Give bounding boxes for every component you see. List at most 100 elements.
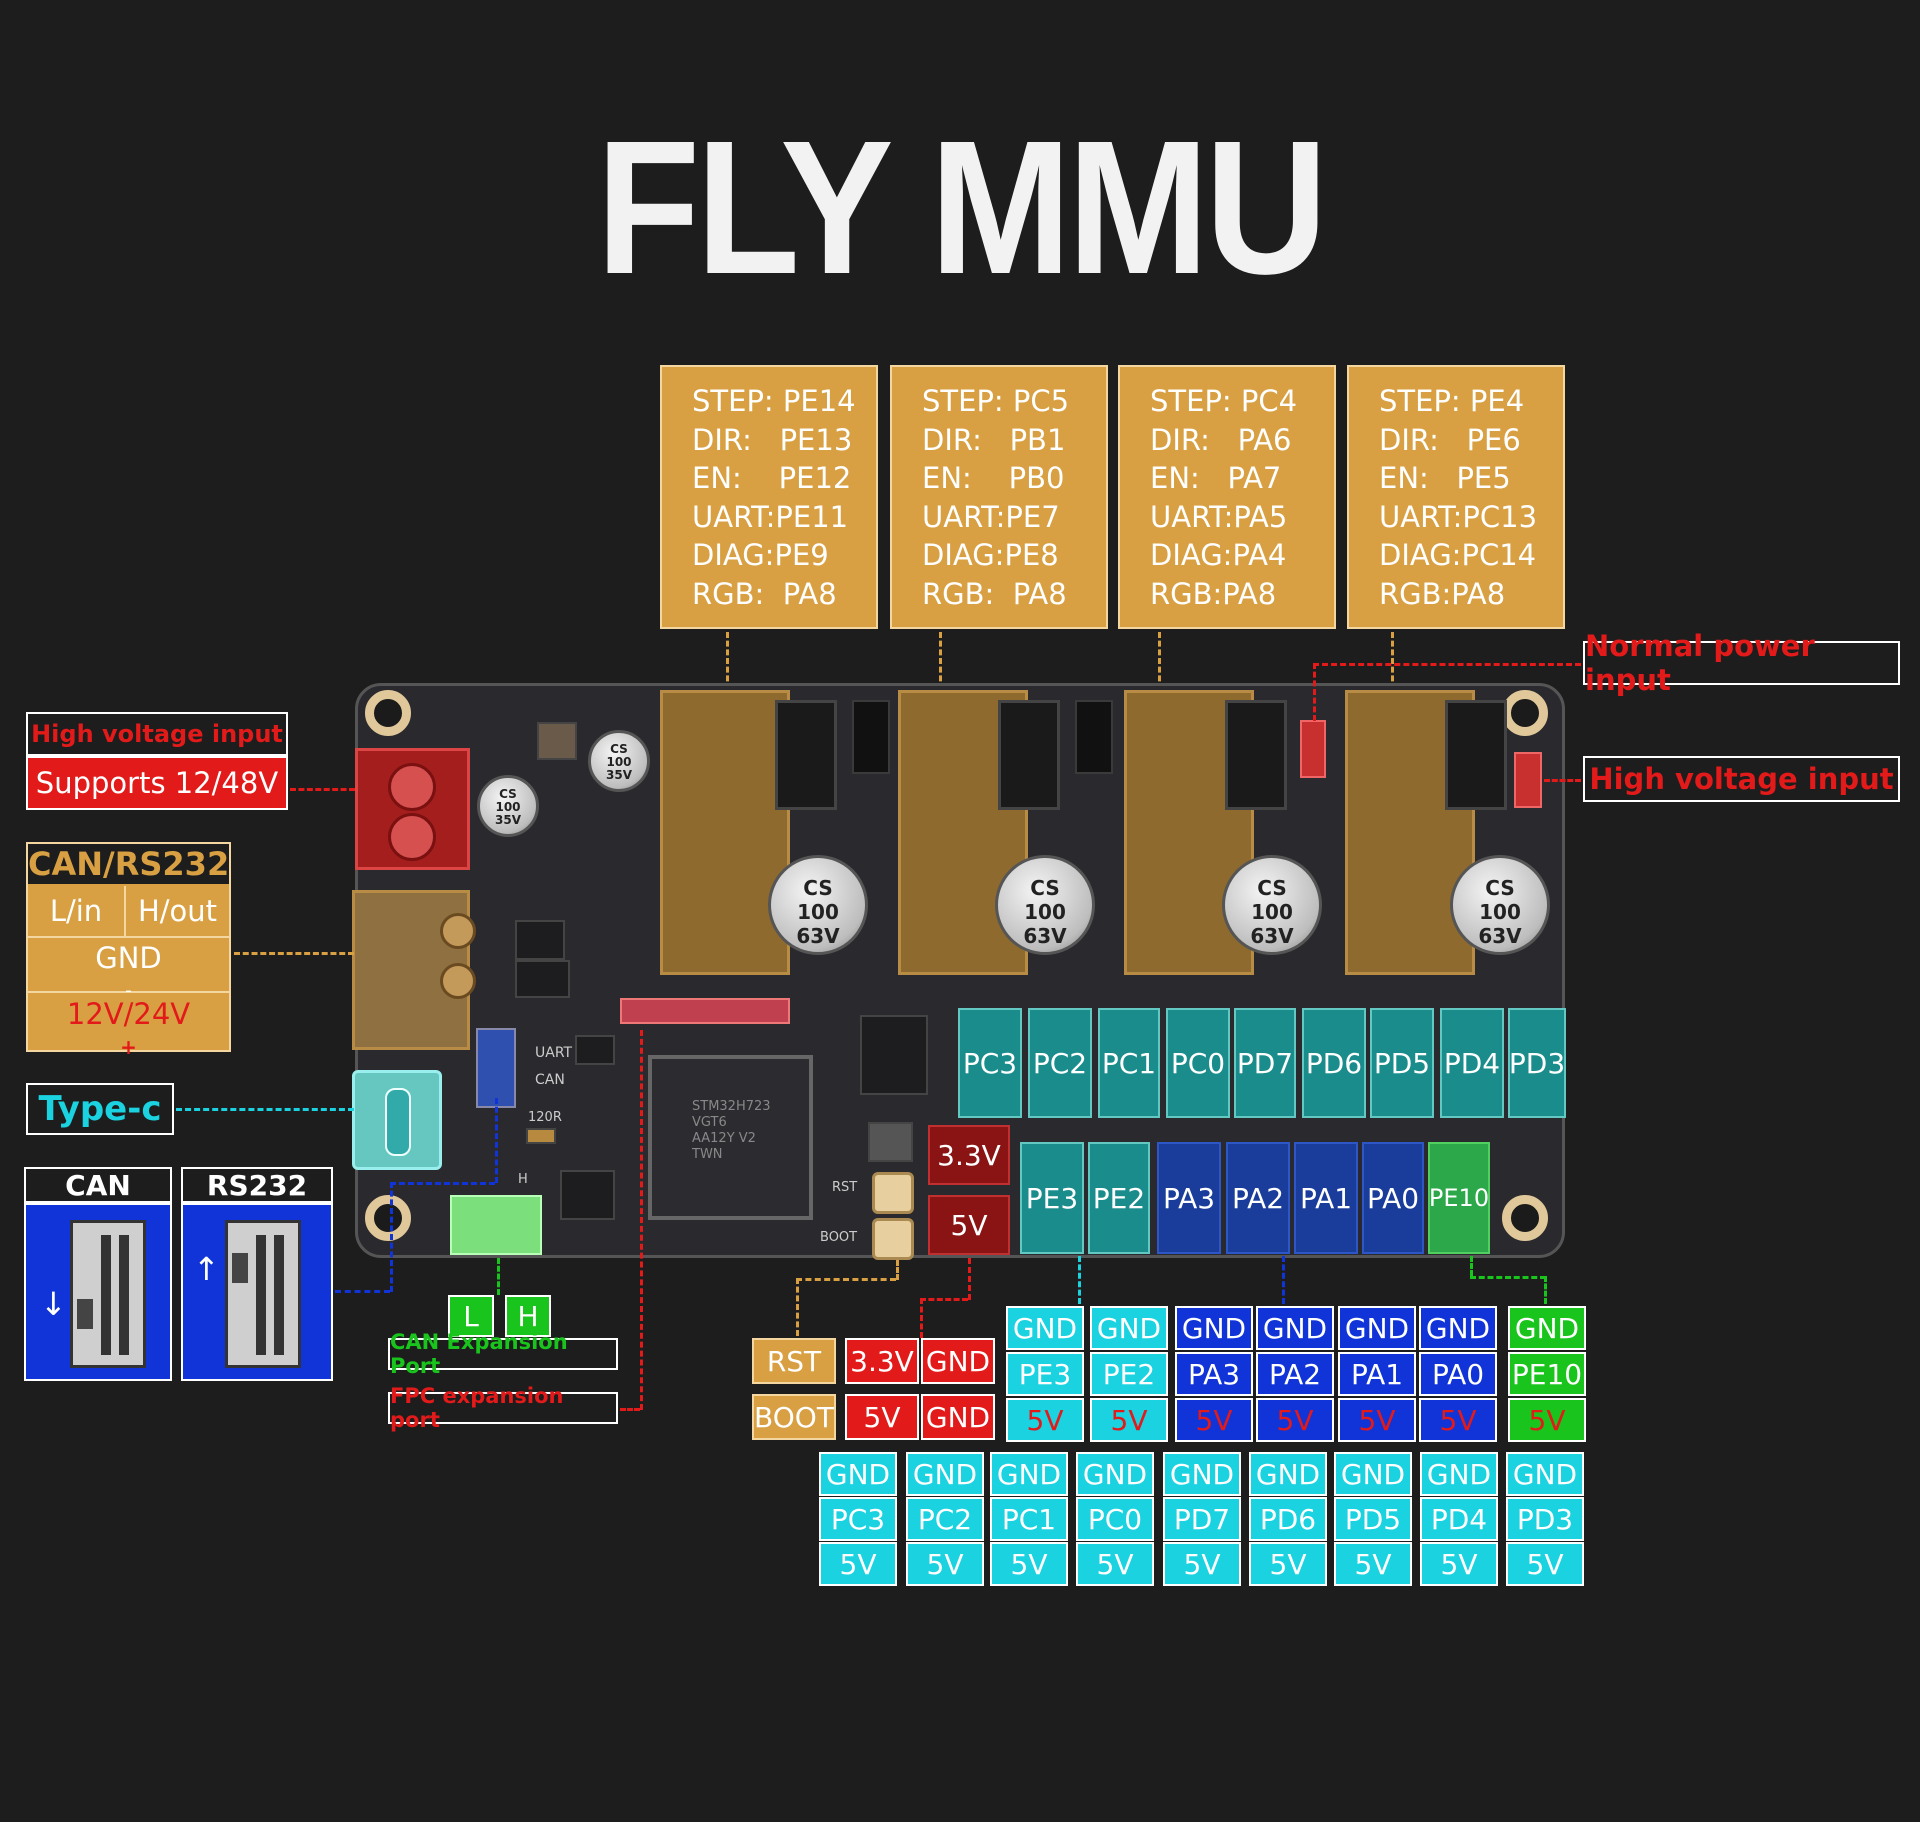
pin-header <box>1075 700 1113 774</box>
pin-line: STEP: PE4 <box>1379 384 1525 418</box>
driver1-pin-box: STEP: PE14 DIR: PE13 EN: PE12 UART:PE11 … <box>660 365 878 629</box>
leader-line <box>796 1278 799 1336</box>
gpio2-gnd-cell: GND <box>1249 1452 1327 1496</box>
pin-line: DIAG:PE9 <box>692 538 829 572</box>
pwr-5v: 5V <box>845 1394 919 1440</box>
mount-hole <box>365 690 411 736</box>
can-l-cell: L <box>448 1295 494 1337</box>
port-pc1: PC1 <box>1098 1008 1160 1118</box>
port-pd4: PD4 <box>1440 1008 1504 1118</box>
port-pd6: PD6 <box>1302 1008 1366 1118</box>
leader-line <box>1470 1276 1546 1279</box>
pin-line: RGB: PA8 <box>922 576 1067 611</box>
gpio1-gnd-cell: GND <box>1419 1306 1497 1350</box>
sw-rs232-title: RS232 <box>181 1167 333 1203</box>
pin-line: DIR: PB1 <box>922 422 1066 457</box>
gpio2-pin-cell: PC2 <box>906 1497 984 1541</box>
usb-c-icon <box>385 1088 411 1156</box>
silk-uart: UART <box>535 1045 573 1061</box>
pin-line: DIR: PE13 <box>692 422 853 457</box>
can-h-cell: H <box>505 1295 551 1337</box>
pin-line: STEP: PE14 <box>692 384 856 418</box>
gpio2-gnd-cell: GND <box>1420 1452 1498 1496</box>
stepper-connector-1 <box>660 690 790 975</box>
port-pe2: PE2 <box>1088 1142 1150 1254</box>
capacitor: CS 100 63V <box>768 855 868 955</box>
pin-line: EN: PA7 <box>1150 461 1282 495</box>
gpio1-pin-cell: PA1 <box>1338 1352 1416 1396</box>
capacitor: CS 100 35V <box>588 730 650 792</box>
leader-line <box>1470 1256 1473 1276</box>
pin-line: DIAG:PC14 <box>1379 538 1537 572</box>
driver3-pin-box: STEP: PC4 DIR: PA6 EN: PA7 UART:PA5 DIAG… <box>1118 365 1336 629</box>
capacitor: CS 100 63V <box>1450 855 1550 955</box>
port-pd5: PD5 <box>1370 1008 1434 1118</box>
can-gnd-cell: GND- <box>28 938 229 1001</box>
mount-hole <box>1502 1195 1548 1241</box>
typec-label: Type-c <box>38 1089 162 1129</box>
pin-line: RGB: PA8 <box>692 576 837 611</box>
board-3v3-label: 3.3V <box>928 1125 1010 1185</box>
pin-line: RGB:PA8 <box>1150 576 1277 611</box>
leader-line <box>1544 779 1581 782</box>
gpio2-pin-cell: PD6 <box>1249 1497 1327 1541</box>
gpio2-pin-cell: PD7 <box>1163 1497 1241 1541</box>
pwr-3v3: 3.3V <box>845 1338 919 1384</box>
leader-line <box>920 1298 968 1301</box>
ic-chip <box>515 960 570 998</box>
rst-button[interactable] <box>872 1172 914 1214</box>
gpio1-v-cell: 5V <box>1256 1398 1334 1442</box>
gpio1-gnd-cell: GND <box>1508 1306 1586 1350</box>
gpio2-v-cell: 5V <box>1249 1542 1327 1586</box>
gpio1-v-cell: 5V <box>1508 1398 1586 1442</box>
normal-power-label: Normal power input <box>1585 629 1815 697</box>
port-pa0: PA0 <box>1362 1142 1424 1254</box>
rst-label: RST <box>752 1338 836 1384</box>
hv-jumper <box>1514 752 1542 808</box>
port-pe10: PE10 <box>1428 1142 1490 1254</box>
boot-label: BOOT <box>752 1394 836 1440</box>
jumper <box>526 1128 556 1144</box>
can-expansion-box: CAN Expansion Port <box>388 1330 618 1378</box>
pin-line: UART:PA5 <box>1150 499 1288 534</box>
ic-chip <box>515 920 565 960</box>
silk-h: H <box>518 1172 528 1187</box>
inductor <box>537 722 577 760</box>
boot-button[interactable] <box>872 1218 914 1260</box>
page-title: FLY MMU <box>596 101 1328 315</box>
arrow-up-icon: ↑ <box>193 1250 220 1288</box>
hv-title-box: High voltage input <box>26 712 288 756</box>
gpio1-v-cell: 5V <box>1175 1398 1253 1442</box>
port-pd7: PD7 <box>1234 1008 1296 1118</box>
leader-line <box>497 1258 500 1295</box>
fan-header <box>1445 700 1507 810</box>
gpio2-v-cell: 5V <box>819 1542 897 1586</box>
hv-title: High voltage input <box>31 720 283 748</box>
gpio2-gnd-cell: GND <box>1076 1452 1154 1496</box>
port-pa1: PA1 <box>1294 1142 1358 1254</box>
gpio2-pin-cell: PC1 <box>990 1497 1068 1541</box>
fpc-expansion-label: FPC expansion port <box>390 1384 564 1432</box>
can-expansion-connector <box>450 1195 542 1255</box>
crystal <box>868 1122 913 1162</box>
gpio1-pin-cell: PE10 <box>1508 1352 1586 1396</box>
hv-support-box: Supports 12/48V <box>26 756 288 810</box>
gpio2-gnd-cell: GND <box>1506 1452 1584 1496</box>
gpio2-v-cell: 5V <box>1506 1542 1584 1586</box>
gpio1-gnd-cell: GND <box>1090 1306 1168 1350</box>
gpio1-gnd-cell: GND <box>1338 1306 1416 1350</box>
pin-line: EN: PB0 <box>922 461 1065 495</box>
leader-line <box>620 1408 640 1411</box>
leader-line <box>726 632 729 690</box>
leader-line <box>920 1298 923 1338</box>
gpio2-v-cell: 5V <box>1420 1542 1498 1586</box>
leader-line <box>896 1260 899 1280</box>
leader-line <box>968 1258 971 1300</box>
gpio2-v-cell: 5V <box>990 1542 1068 1586</box>
typec-box: Type-c <box>26 1083 174 1135</box>
can-rs232-connector <box>352 890 476 1050</box>
capacitor: CS 100 63V <box>1222 855 1322 955</box>
pwr-gnd: GND <box>921 1338 995 1384</box>
mount-hole <box>1502 690 1548 736</box>
leader-line <box>1282 1256 1285 1304</box>
